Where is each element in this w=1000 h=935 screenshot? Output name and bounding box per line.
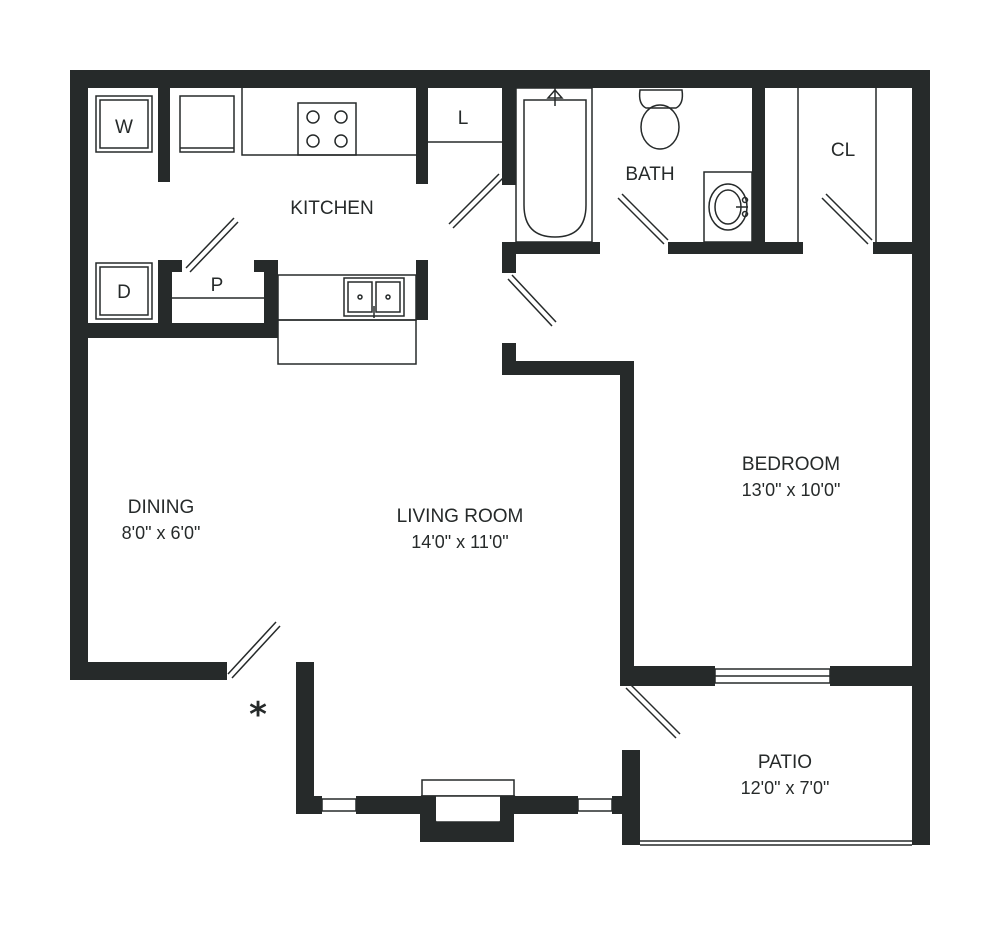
bedroom-label: BEDROOM bbox=[742, 454, 840, 475]
toilet-icon bbox=[638, 89, 684, 150]
bath-label: BATH bbox=[625, 164, 674, 185]
dining-size: 8'0" x 6'0" bbox=[122, 523, 201, 543]
closet-label: CL bbox=[831, 140, 855, 161]
room-labels: W D P L KITCHEN BATH CL DINING 8'0" x 6'… bbox=[115, 108, 855, 798]
vanity-sink-icon bbox=[703, 171, 753, 243]
patio-size: 12'0" x 7'0" bbox=[741, 778, 830, 798]
living-room-label: LIVING ROOM bbox=[397, 506, 524, 527]
exterior-walls bbox=[70, 70, 930, 845]
living-room-size: 14'0" x 11'0" bbox=[411, 532, 508, 552]
washer-label: W bbox=[115, 117, 133, 138]
bath-fixtures bbox=[515, 87, 753, 243]
sink-icon bbox=[343, 277, 405, 318]
patio-label: PATIO bbox=[758, 752, 812, 773]
doors bbox=[185, 173, 873, 739]
closet-fixtures bbox=[797, 88, 877, 242]
interior-walls bbox=[88, 88, 930, 686]
dryer-label: D bbox=[117, 282, 131, 303]
kitchen-label: KITCHEN bbox=[290, 198, 373, 219]
stove-icon bbox=[297, 102, 357, 156]
pantry-label: P bbox=[211, 275, 224, 296]
bathtub-icon bbox=[515, 87, 593, 243]
bedroom-size: 13'0" x 10'0" bbox=[742, 480, 841, 500]
linen-label: L bbox=[458, 108, 469, 129]
windows bbox=[321, 668, 912, 846]
dining-label: DINING bbox=[128, 497, 195, 518]
fireplace-icon bbox=[420, 779, 516, 842]
kitchen-fixtures bbox=[95, 88, 502, 365]
entry-marker: * bbox=[249, 695, 267, 735]
